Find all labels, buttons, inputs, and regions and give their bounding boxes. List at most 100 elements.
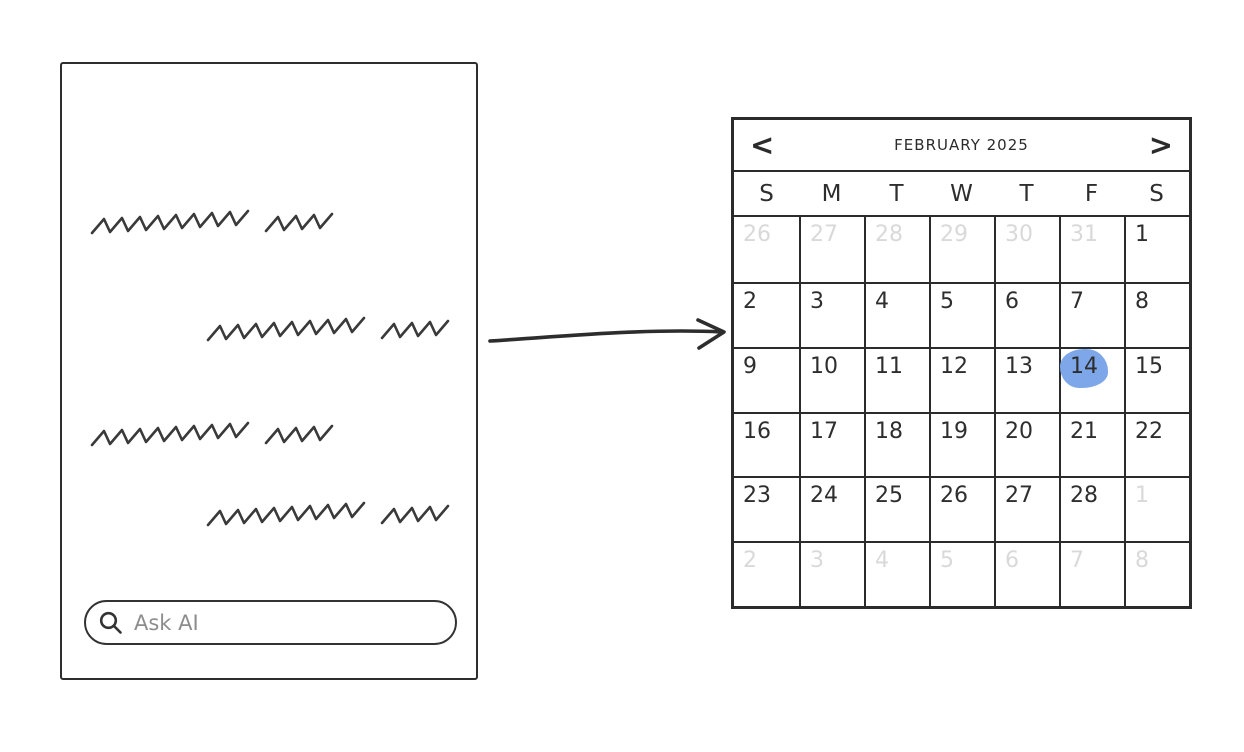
day-number: 15 [1135, 353, 1163, 379]
chat-message-squiggle-1 [62, 207, 476, 237]
day-header-2: T [889, 180, 904, 207]
calendar-day-2[interactable]: 2 [734, 281, 799, 347]
day-header-4: T [1019, 180, 1034, 207]
ask-ai-text-field[interactable] [132, 609, 441, 636]
day-number: 14 [1060, 348, 1108, 389]
day-number: 10 [810, 353, 838, 379]
flow-arrow [488, 318, 726, 350]
day-number: 6 [1005, 288, 1019, 314]
calendar-day-23[interactable]: 23 [734, 476, 799, 541]
day-number: 2 [743, 288, 757, 314]
calendar-day-27-adjacent[interactable]: 27 [799, 217, 864, 282]
calendar-day-4-adjacent[interactable]: 4 [864, 541, 929, 606]
day-number: 5 [940, 548, 954, 574]
calendar-day-9[interactable]: 9 [734, 346, 799, 412]
day-number: 27 [810, 222, 838, 247]
day-number: 1 [1135, 483, 1149, 509]
day-number: 29 [940, 222, 968, 247]
day-number: 1 [1135, 222, 1149, 247]
calendar-day-31-adjacent[interactable]: 31 [1059, 217, 1124, 282]
day-number: 17 [810, 418, 838, 444]
calendar-day-18[interactable]: 18 [864, 411, 929, 477]
day-header-5: F [1084, 180, 1099, 207]
chat-message-squiggle-4 [62, 499, 476, 529]
day-number: 26 [743, 222, 771, 247]
calendar-day-11[interactable]: 11 [864, 346, 929, 412]
calendar-day-6-adjacent[interactable]: 6 [994, 541, 1059, 606]
day-number: 24 [810, 483, 838, 509]
prev-month-button[interactable]: < [750, 127, 775, 162]
calendar-day-7-adjacent[interactable]: 7 [1059, 541, 1124, 606]
chat-panel [60, 62, 478, 680]
calendar-day-8[interactable]: 8 [1124, 281, 1189, 347]
day-number: 25 [875, 483, 903, 509]
calendar-day-1-adjacent[interactable]: 1 [1124, 476, 1189, 542]
chat-message-squiggle-2 [62, 314, 476, 344]
calendar-day-1[interactable]: 1 [1124, 217, 1189, 282]
calendar-day-3[interactable]: 3 [799, 281, 864, 347]
calendar-day-28-adjacent[interactable]: 28 [864, 217, 929, 282]
calendar-day-5[interactable]: 5 [929, 281, 994, 347]
day-number: 3 [810, 548, 824, 574]
calendar-day-14[interactable]: 14 [1059, 346, 1124, 412]
day-number: 21 [1070, 418, 1098, 444]
calendar-day-17[interactable]: 17 [799, 411, 864, 477]
day-number: 9 [743, 353, 757, 379]
calendar-day-28[interactable]: 28 [1059, 476, 1124, 542]
day-number: 30 [1005, 222, 1033, 247]
calendar-day-3-adjacent[interactable]: 3 [799, 541, 864, 606]
day-number: 7 [1070, 288, 1084, 314]
calendar-day-24[interactable]: 24 [799, 476, 864, 542]
ask-ai-input[interactable] [84, 600, 457, 645]
day-number: 5 [940, 288, 954, 314]
calendar-day-19[interactable]: 19 [929, 411, 994, 477]
day-number: 3 [810, 288, 824, 314]
day-header-1: M [821, 180, 842, 207]
calendar-day-20[interactable]: 20 [994, 411, 1059, 477]
day-number: 4 [875, 548, 889, 574]
calendar-day-6[interactable]: 6 [994, 281, 1059, 347]
day-number: 28 [875, 222, 903, 247]
calendar-day-8-adjacent[interactable]: 8 [1124, 541, 1189, 606]
calendar-day-26[interactable]: 26 [929, 476, 994, 542]
day-header-0: S [759, 180, 774, 207]
day-number: 8 [1135, 548, 1149, 574]
calendar-day-30-adjacent[interactable]: 30 [994, 217, 1059, 282]
calendar-day-16[interactable]: 16 [734, 411, 799, 477]
day-number: 23 [743, 483, 771, 509]
day-number: 18 [875, 418, 903, 444]
day-number: 20 [1005, 418, 1033, 444]
day-number: 28 [1070, 483, 1098, 509]
day-number: 4 [875, 288, 889, 314]
calendar-day-13[interactable]: 13 [994, 346, 1059, 412]
day-number: 6 [1005, 548, 1019, 574]
day-header-6: S [1149, 180, 1164, 207]
calendar-day-4[interactable]: 4 [864, 281, 929, 347]
day-number: 7 [1070, 548, 1084, 574]
next-month-button[interactable]: > [1148, 127, 1173, 162]
calendar-day-7[interactable]: 7 [1059, 281, 1124, 347]
day-number: 2 [743, 548, 757, 574]
day-header-3: W [950, 180, 973, 207]
day-number: 16 [743, 418, 771, 444]
day-number: 31 [1070, 222, 1098, 247]
calendar-day-22[interactable]: 22 [1124, 411, 1189, 477]
calendar-day-2-adjacent[interactable]: 2 [734, 541, 799, 606]
calendar-day-5-adjacent[interactable]: 5 [929, 541, 994, 606]
day-number: 13 [1005, 353, 1033, 379]
day-number: 11 [875, 353, 903, 379]
calendar-day-26-adjacent[interactable]: 26 [734, 217, 799, 282]
calendar-day-27[interactable]: 27 [994, 476, 1059, 542]
calendar-day-25[interactable]: 25 [864, 476, 929, 542]
chat-message-squiggle-3 [62, 419, 476, 449]
calendar-day-10[interactable]: 10 [799, 346, 864, 412]
day-number: 8 [1135, 288, 1149, 314]
search-icon [99, 611, 122, 634]
calendar-day-29-adjacent[interactable]: 29 [929, 217, 994, 282]
calendar-day-15[interactable]: 15 [1124, 346, 1189, 412]
calendar-day-12[interactable]: 12 [929, 346, 994, 412]
calendar-day-21[interactable]: 21 [1059, 411, 1124, 477]
